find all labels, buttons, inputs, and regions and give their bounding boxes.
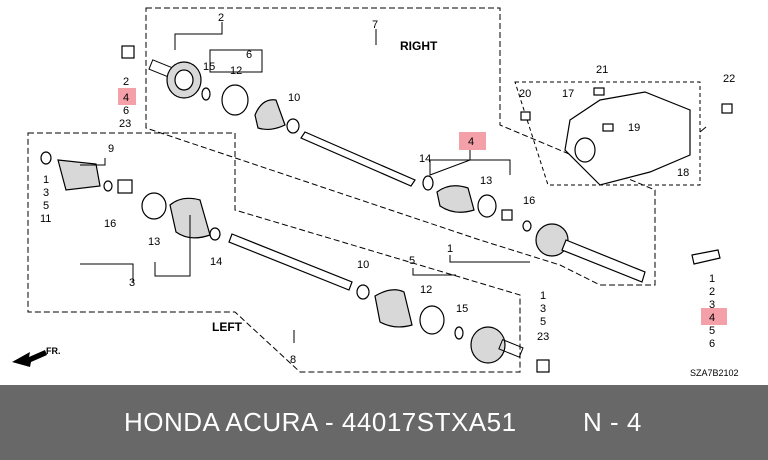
right-outer-boot [254,99,286,131]
banner-note: N - 4 [583,407,642,437]
callout-3-left: 3 [129,277,135,289]
callout-2-right: 2 [218,12,224,24]
left-shaft-bar [228,233,353,291]
callout-8-left: 8 [290,354,296,366]
stack-right-2: 2 [123,76,129,88]
left-inner-cv-joint [57,159,101,191]
top-left-nut [121,45,135,59]
banner-part-number: HONDA ACURA - 44017STXA51 [124,407,517,437]
right-clamp-small [201,87,211,101]
stack-br-1: 1 [709,273,715,285]
callout-22: 22 [723,73,735,85]
stack-br-6: 6 [709,338,715,350]
right-clamp-14 [422,175,434,191]
callout-10-right: 10 [288,92,300,104]
left-band-13 [141,192,167,220]
right-assembly-outline [145,7,656,286]
stack-center-23: 23 [537,331,549,343]
dynamic-damper-part [691,249,721,265]
right-spider [501,209,513,221]
callout-10-left: 10 [357,259,369,271]
left-outer-boot [374,289,413,328]
callout-13-left: 13 [148,236,160,248]
intermediate-bracket [564,91,691,186]
callout-19: 19 [628,122,640,134]
callout-12-right: 12 [230,65,242,77]
callout-4-right-highlight: 4 [468,136,474,148]
stack-right-6: 6 [123,105,129,117]
front-arrow-label: FR. [46,346,61,356]
stack-br-5: 5 [709,325,715,337]
part-number-banner: HONDA ACURA - 44017STXA51 N - 4 [0,385,768,460]
callout-9-left: 9 [108,143,114,155]
right-band-12 [221,84,249,116]
front-arrow-icon [12,350,47,367]
callout-6-right: 6 [246,49,252,61]
bolt-20 [520,111,531,121]
callout-18: 18 [677,167,689,179]
drive-shaft-diagram: RIGHT LEFT [12,7,739,378]
left-side-label: LEFT [212,320,243,334]
callout-12-left: 12 [420,284,432,296]
bolt-21 [593,87,605,96]
drawing-code: SZA7B2102 [690,368,739,378]
left-outer-cv-joint [470,326,524,364]
stack-left-3: 3 [43,187,49,199]
left-clamp-15 [454,326,464,340]
callout-14-right: 14 [419,153,431,165]
bracket-outline [514,81,701,186]
right-clamp-10 [286,118,300,134]
right-shaft-bar [300,131,416,187]
left-band-12 [419,305,445,335]
callout-5-left: 5 [409,255,415,267]
callout-15-right: 15 [203,61,215,73]
right-outer-cv-joint [148,59,202,99]
callout-20: 20 [519,88,531,100]
center-nut-23 [536,359,550,373]
callout-14-left: 14 [210,256,222,268]
stack-br-2: 2 [709,286,715,298]
stack-left-11: 11 [40,213,51,225]
callout-16-left: 16 [104,218,116,230]
left-clamp-10 [356,284,370,300]
left-clamp-small [40,151,52,165]
left-clamp-14 [209,227,221,241]
callout-15-left: 15 [456,303,468,315]
callout-16-right: 16 [523,195,535,207]
stack-center-3: 3 [540,303,546,315]
callout-7-right: 7 [372,19,378,31]
callout-1-left: 1 [447,243,453,255]
right-side-label: RIGHT [400,39,438,53]
stack-left-5: 5 [43,200,49,212]
right-band-13 [477,194,497,218]
left-spider [117,179,133,194]
callout-21: 21 [596,64,608,76]
left-assembly-outline [27,132,521,373]
bolt-19 [602,123,614,132]
stack-br-4: 4 [709,312,715,324]
stack-br-3: 3 [709,299,715,311]
stack-center-5: 5 [540,316,546,328]
right-inner-cv-joint [535,223,646,283]
stack-right-4: 4 [123,92,129,104]
leader-lines [80,22,707,343]
left-clamp-16 [103,180,113,192]
stack-left-1: 1 [43,174,49,186]
stack-center-1: 1 [540,290,546,302]
nut-22 [721,103,733,114]
right-clamp-16 [522,220,532,232]
callout-17: 17 [562,88,574,100]
right-inner-boot [436,185,475,213]
callout-13-right: 13 [480,175,492,187]
stack-right-23: 23 [119,118,131,130]
